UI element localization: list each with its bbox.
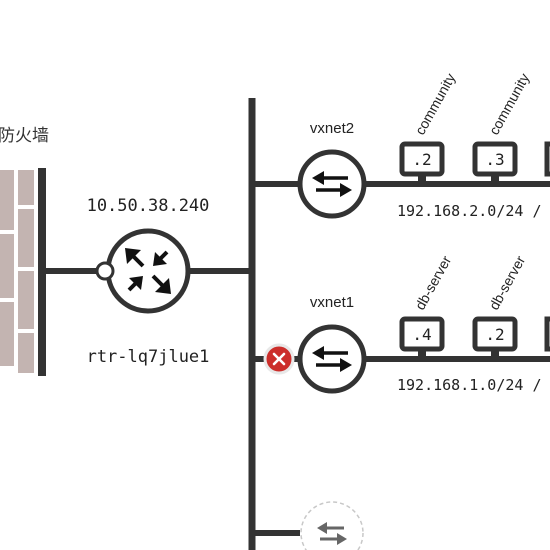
router-id: rtr-lq7jlue1 xyxy=(87,347,210,367)
router[interactable]: 10.50.38.240 rtr-lq7jlue1 xyxy=(87,196,210,367)
instance-ip: .2 xyxy=(412,150,431,169)
instance-vxnet1-partial[interactable] xyxy=(544,316,550,352)
add-vxnet-placeholder[interactable] xyxy=(252,501,364,550)
vxnet-row-vxnet1: vxnet1 db-server .4 xyxy=(252,253,550,394)
close-icon xyxy=(272,352,286,366)
switch-arrows-icon xyxy=(317,522,347,545)
firewall-wall xyxy=(0,168,46,376)
monitor-icon xyxy=(472,141,518,182)
vxnet2-switch[interactable] xyxy=(297,149,367,219)
firewall-label: 防火墙 xyxy=(0,126,49,145)
vxnet2-name: vxnet2 xyxy=(310,120,354,137)
instance-name: db-server xyxy=(412,253,455,313)
instance-vxnet1-1[interactable]: db-server .4 xyxy=(399,253,455,357)
instance-name: db-server xyxy=(486,253,529,313)
instance-vxnet2-partial[interactable] xyxy=(544,141,550,177)
monitor-icon xyxy=(399,141,445,182)
router-ip: 10.50.38.240 xyxy=(87,196,210,216)
router-port xyxy=(95,261,115,281)
vxnet2-cidr: 192.168.2.0/24 / xyxy=(397,202,542,220)
monitor-icon xyxy=(472,316,518,357)
instance-ip: .4 xyxy=(412,325,431,344)
detach-button[interactable] xyxy=(263,343,295,375)
instance-vxnet2-2[interactable]: community .3 xyxy=(472,70,533,182)
instance-name: community xyxy=(412,70,459,137)
vxnet-row-vxnet2: vxnet2 community .2 community xyxy=(252,70,550,220)
vxnet1-name: vxnet1 xyxy=(310,294,354,311)
router-arrows-icon xyxy=(125,248,171,294)
instance-vxnet1-2[interactable]: db-server .2 xyxy=(472,253,529,357)
instance-vxnet2-1[interactable]: community .2 xyxy=(399,70,459,182)
instance-ip: .2 xyxy=(485,325,504,344)
vxnet1-switch[interactable] xyxy=(297,324,367,394)
switch-arrows-icon xyxy=(312,346,352,372)
router-node[interactable] xyxy=(105,228,191,314)
switch-arrows-icon xyxy=(312,171,352,197)
monitor-icon xyxy=(399,316,445,357)
instance-name: community xyxy=(486,70,533,137)
firewall[interactable]: 防火墙 xyxy=(0,126,49,376)
vxnet1-cidr: 192.168.1.0/24 / xyxy=(397,376,542,394)
instance-ip: .3 xyxy=(485,150,504,169)
